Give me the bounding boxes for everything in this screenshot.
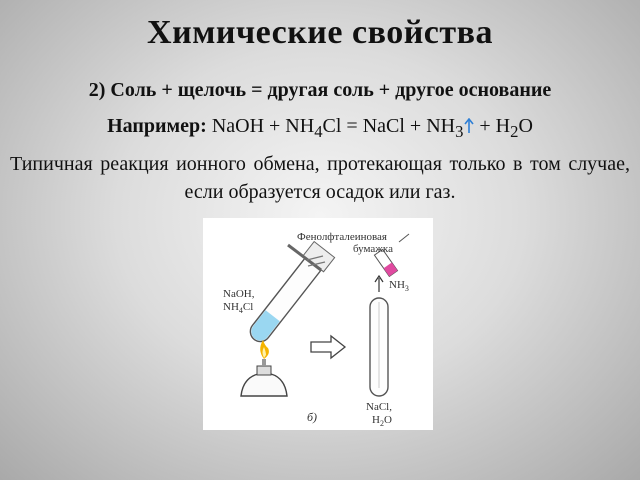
indicator-paper: [373, 233, 410, 278]
gas-release-arrow-icon: [464, 117, 475, 133]
gas-label: NH3: [389, 279, 409, 293]
eq-part-1: NaOH + NH: [206, 115, 315, 137]
reagents-label-1: NaOH,: [223, 288, 255, 300]
experiment-drawing: NaOH, NH4Cl Фенолфталеиновая бумажка NH3…: [223, 231, 410, 428]
example-equation: Например: NaOH + NH4Cl = NaCl + NH3 + H2…: [0, 115, 640, 142]
eq-part-4: O: [518, 115, 533, 137]
transition-arrow-icon: [310, 334, 347, 360]
reagents-label-2: NH4Cl: [223, 301, 253, 315]
slide-title: Химические свойства: [147, 14, 493, 51]
eq-sub-3: 2: [510, 122, 519, 141]
experiment-figure: NaOH, NH4Cl Фенолфталеиновая бумажка NH3…: [203, 218, 433, 430]
reaction-rule: 2) Соль + щелочь = другая соль + другое …: [88, 79, 552, 101]
eq-part-2: Cl = NaCl + NH: [322, 115, 456, 137]
reaction-description: Типичная реакция ионного обмена, протека…: [10, 153, 630, 203]
paper-label-1: Фенолфталеиновая: [297, 231, 387, 243]
paper-label-2: бумажка: [353, 243, 393, 255]
spirit-lamp: [240, 340, 288, 397]
panel-letter: б): [307, 410, 317, 424]
products-label-1: NaCl,: [366, 401, 392, 413]
example-label: Например:: [107, 115, 207, 137]
eq-sub-2: 3: [455, 122, 464, 141]
eq-part-3: + H: [474, 115, 511, 137]
tilted-test-tube: [249, 240, 336, 343]
products-label-2: H2O: [372, 414, 392, 428]
eq-sub-1: 4: [314, 122, 323, 141]
vertical-test-tube: [369, 274, 389, 397]
